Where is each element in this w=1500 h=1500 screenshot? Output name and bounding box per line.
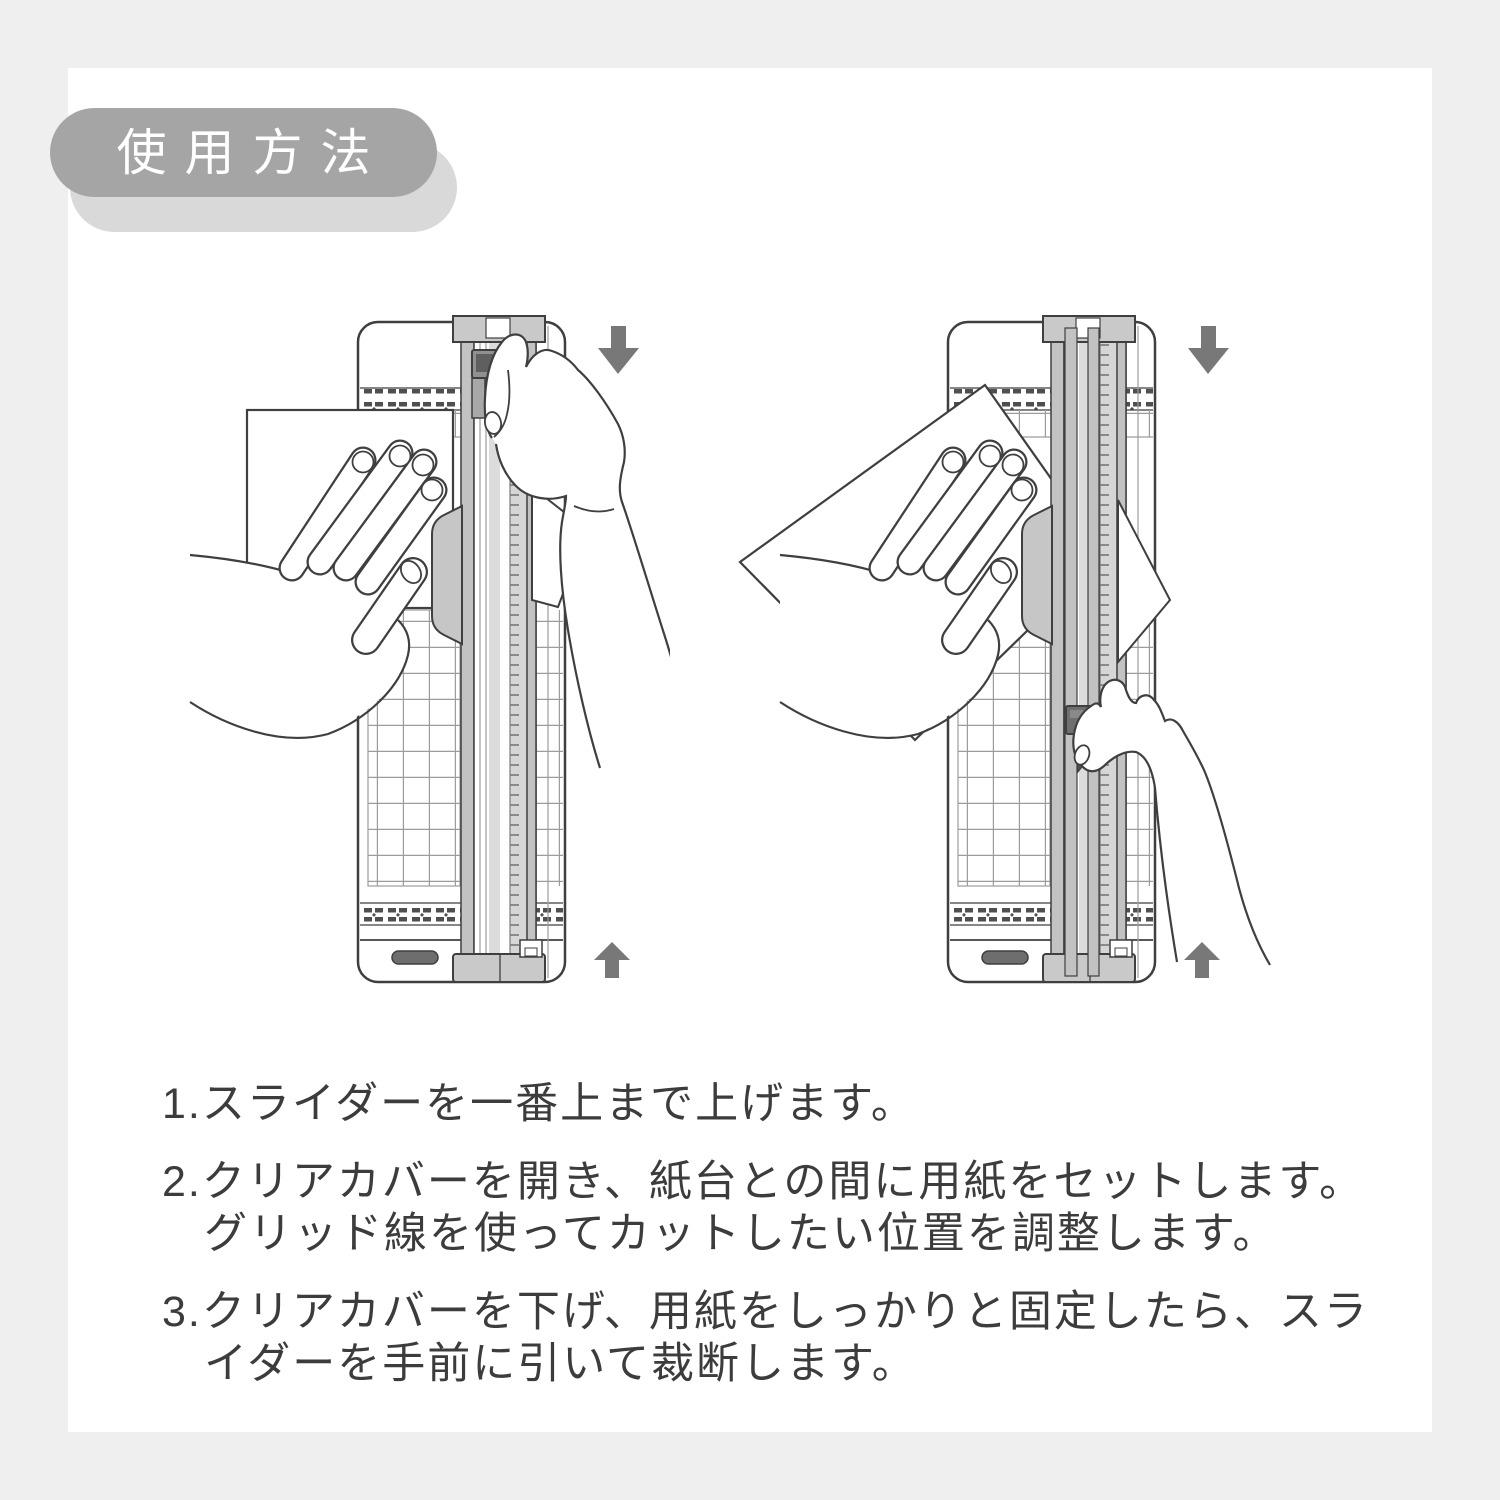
hand-pulling-slider [1072,678,1271,966]
presser-tab [1021,505,1053,645]
title-badge: 使用方法 [50,108,437,197]
instruction-item-1: 1.スライダーを一番上まで上げます。 [162,1080,916,1128]
hand-gripping-slider [483,333,670,769]
arrow-up-icon [594,942,630,978]
arrow-down-icon [598,326,639,374]
figure-step3-cutting [738,315,1271,984]
instruction-item-3: 3.クリアカバーを下げ、用紙をしっかりと固定したら、スラ イダーを手前に引いて裁… [162,1288,1369,1388]
page-title: 使用方法 [116,124,389,181]
instructions-list: 1.スライダーを一番上まで上げます。 2.クリアカバーを開き、紙台との間に用紙を… [162,1078,1432,1416]
paper-sheet-corner [1117,499,1172,665]
presser-tab [431,505,463,645]
content-card [68,68,1432,1432]
arrow-down-icon [1188,326,1229,374]
instruction-item-2: 2.クリアカバーを開き、紙台との間に用紙をセットします。 グリッド線を使ってカッ… [162,1158,1365,1258]
figure-step1-slider-up [170,315,670,984]
clear-cover-closed [1064,327,1100,977]
